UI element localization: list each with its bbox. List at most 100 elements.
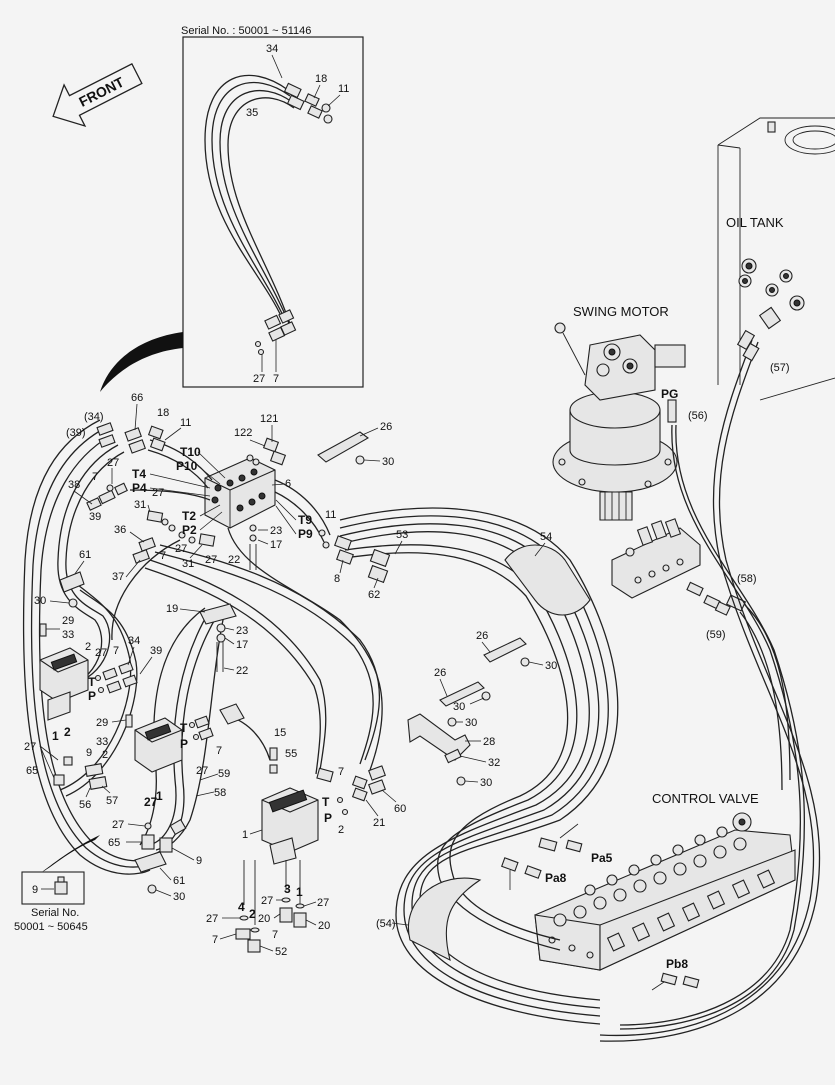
callout-29-lower: 29 <box>96 717 108 729</box>
callout-27-lower-left: 27 <box>112 819 124 831</box>
inset-pointer-bottom <box>42 835 100 872</box>
callout-52: (54) <box>376 918 396 930</box>
callout-55: 55 <box>285 748 297 760</box>
callout-30-mid: 30 <box>545 660 557 672</box>
control-valve-pilot-fittings <box>501 837 700 989</box>
callout-7-bottom-left: 7 <box>212 934 218 946</box>
port-pg: PG <box>661 387 678 401</box>
callout-11: 11 <box>338 83 349 95</box>
callout-57-paren: (59) <box>706 629 726 641</box>
callout-17-upper: 17 <box>270 539 282 551</box>
callout-58: 58 <box>214 787 226 799</box>
callout-27-bottom-right: 27 <box>317 897 329 909</box>
inset-bottom-serial-title: Serial No. <box>31 907 79 919</box>
inset-fittings-bottom <box>254 309 297 356</box>
callout-23-lower: 23 <box>236 625 248 637</box>
callout-53-paren: (57) <box>770 362 790 374</box>
callout-31-upper: 31 <box>134 499 146 511</box>
tank-port-fittings <box>738 258 805 330</box>
callout-7-left: 7 <box>92 471 98 483</box>
callout-27-p2: 27 <box>175 543 187 555</box>
port-p2: P2 <box>182 523 197 537</box>
callout-61-upper: 61 <box>79 549 91 561</box>
pilot-valve-left <box>39 647 138 721</box>
port-p-lower: P <box>324 811 332 825</box>
callout-60-paren: (56) <box>688 410 708 422</box>
inset-bottom-serial-range: 50001 ~ 50645 <box>14 921 88 933</box>
port-p-mid: P <box>180 737 188 751</box>
callout-33-upper: 33 <box>62 629 74 641</box>
callout-26-top: 26 <box>380 421 392 433</box>
hose-clamp-19 <box>199 603 237 672</box>
callout-62: 54 <box>540 531 552 543</box>
callout-122: 122 <box>234 427 252 439</box>
callout-30-lower-b: 30 <box>465 717 477 729</box>
callout-22-upper: 22 <box>228 554 240 566</box>
callout-66: 66 <box>131 392 143 404</box>
port-t-left: T <box>88 675 96 689</box>
inset-pointer-top <box>100 332 183 392</box>
callout-54-paren: (58) <box>737 573 757 585</box>
callout-1-center: 1 <box>242 829 248 841</box>
swing-motor-label: SWING MOTOR <box>573 304 669 319</box>
callout-34-paren: (34) <box>84 411 104 423</box>
callout-65-lower: 65 <box>108 837 120 849</box>
callout-9-left: 9 <box>86 747 92 759</box>
oil-tank: OIL TANK <box>717 117 835 401</box>
callout-2-bottom: 2 <box>249 907 256 921</box>
inset-serial-top: Serial No. : 50001 ~ 51146 34 35 18 <box>181 25 364 388</box>
port-pb8: Pb8 <box>666 957 688 971</box>
callout-2-left-b: 2 <box>64 725 71 739</box>
callout-60: 60 <box>394 803 406 815</box>
callout-34-left: 34 <box>128 635 140 647</box>
port-t10: T10 <box>180 445 201 459</box>
callout-28: 28 <box>483 736 495 748</box>
callout-30-top: 30 <box>382 456 394 468</box>
hose-clamp-61-lower <box>134 851 167 894</box>
swing-sub-valve <box>611 518 701 599</box>
callout-54: 62 <box>368 589 380 601</box>
callout-6: 6 <box>285 478 291 490</box>
callout-21: 21 <box>373 817 385 829</box>
callout-9-lower: 9 <box>196 855 202 867</box>
callout-27-lower: 27 <box>205 554 217 566</box>
port-t4: T4 <box>132 467 146 481</box>
callout-7-bottom: 52 <box>275 946 287 958</box>
callout-7-left-valve: 7 <box>113 645 119 657</box>
callout-56: 56 <box>79 799 91 811</box>
callout-19: 19 <box>166 603 178 615</box>
callout-39-paren: (39) <box>66 427 86 439</box>
callout-27-bottom-low: 7 <box>272 929 278 941</box>
mounting-bracket-28 <box>407 713 471 786</box>
inset-hose-loop <box>204 74 295 331</box>
callout-17-lower: 17 <box>236 639 248 651</box>
fittings-lower-center <box>141 818 187 853</box>
port-t9: T9 <box>298 513 312 527</box>
callout-1-left: 1 <box>52 729 59 743</box>
inset-serial-bottom: 9 Serial No. 50001 ~ 50645 <box>14 871 88 933</box>
callout-7-p2: 7 <box>160 550 166 562</box>
right-side-hoses <box>599 339 821 1042</box>
callout-26-mid: 26 <box>476 630 488 642</box>
callout-37: 37 <box>112 571 124 583</box>
port-t2: T2 <box>182 509 196 523</box>
callout-35: 35 <box>246 107 258 119</box>
callout-2-lower: 1 <box>156 789 163 803</box>
port-pa5: Pa5 <box>591 851 613 865</box>
pilot-valve-lower-left <box>53 703 245 790</box>
callout-18: 18 <box>315 73 327 85</box>
inset-fittings-top <box>283 82 333 124</box>
port-t-lower: T <box>322 795 330 809</box>
callout-53: 53 <box>396 529 408 541</box>
port-p4: P4 <box>132 481 147 495</box>
callout-27-mid: 27 <box>152 487 164 499</box>
callout-27-left-b: 27 <box>24 741 36 753</box>
callout-36: 36 <box>114 524 126 536</box>
callout-7: 7 <box>273 373 279 385</box>
callout-27-center: 2 <box>338 824 344 836</box>
callout-2-mid: 2 <box>102 749 108 761</box>
control-valve-label: CONTROL VALVE <box>652 791 759 806</box>
callout-8: 8 <box>334 573 340 585</box>
